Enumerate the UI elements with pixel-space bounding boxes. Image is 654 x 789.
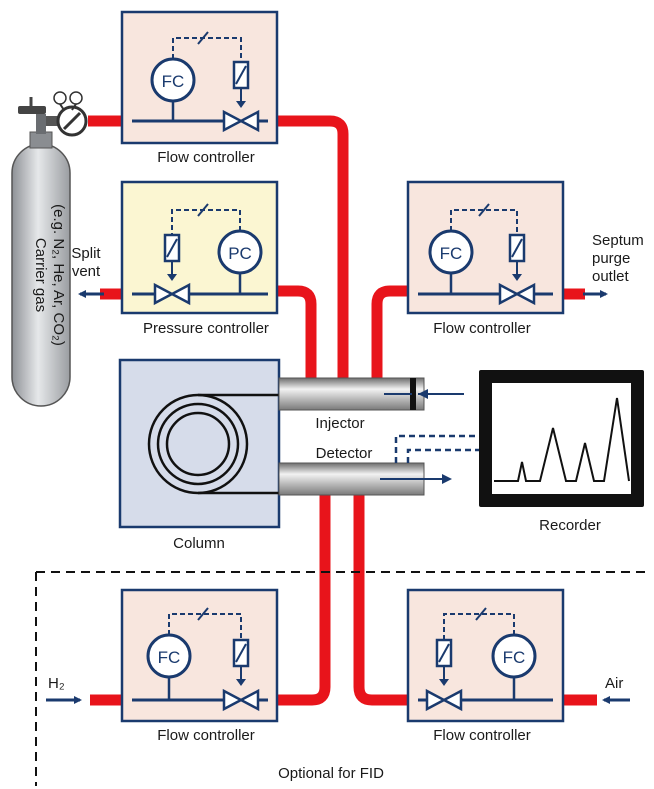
flow-controller-label: Flow controller — [433, 727, 531, 744]
pipe-pc-to-injector — [277, 285, 317, 378]
carrier-gas-examples: (e.g. N₂, He, Ar, CO₂) — [50, 204, 67, 346]
pressure-controller-label: Pressure controller — [143, 320, 269, 337]
flow-controller-carrier: FC Flow controller — [120, 10, 279, 166]
flow-controller-air: FC Flow controller — [406, 588, 565, 744]
pipe-septum-to-injector — [371, 285, 408, 378]
pressure-controller: PC Pressure controller — [120, 180, 279, 337]
gas-cylinder-icon: Carrier gas (e.g. N₂, He, Ar, CO₂) — [11, 91, 88, 407]
detector: Detector — [278, 434, 483, 496]
fc-label: FC — [162, 72, 185, 91]
flow-controller-label: Flow controller — [157, 727, 255, 744]
column-label: Column — [173, 535, 225, 552]
h2-label: H₂ — [48, 675, 65, 692]
flow-arrows — [46, 290, 630, 704]
valve-icon — [498, 282, 536, 306]
pipe-fc-h2-to-detector — [277, 495, 331, 706]
column-coil-icon — [147, 393, 292, 495]
optional-fid-label: Optional for FID — [278, 765, 384, 782]
flow-controller-h2: FC Flow controller — [120, 588, 279, 744]
valve-icon — [153, 282, 191, 306]
air-label: Air — [605, 675, 623, 692]
valve-icon — [222, 109, 260, 133]
flow-controller-label: Flow controller — [433, 320, 531, 337]
pc-label: PC — [228, 244, 252, 263]
injector: Injector — [278, 377, 464, 432]
fc-label: FC — [158, 648, 181, 667]
pipe-fc1-to-injector — [277, 115, 349, 378]
flow-controller-septum: FC Flow controller — [406, 180, 565, 337]
fc-label: FC — [503, 648, 526, 667]
fc-label: FC — [440, 244, 463, 263]
septum-label-2: purge — [592, 250, 630, 267]
valve-icon — [425, 688, 463, 712]
pipe-fc-air-to-detector — [353, 495, 408, 706]
valve-icon — [222, 688, 260, 712]
recorder-label: Recorder — [539, 517, 601, 534]
septum-label-3: outlet — [592, 268, 630, 285]
injector-label: Injector — [315, 415, 364, 432]
flow-controller-label: Flow controller — [157, 149, 255, 166]
split-vent-label-2: vent — [72, 263, 101, 280]
chromatogram-icon — [494, 397, 630, 482]
optional-fid-region — [35, 571, 650, 786]
septum-label-1: Septum — [592, 232, 644, 249]
split-vent-label-1: Split — [71, 245, 101, 262]
recorder: Recorder — [479, 370, 644, 534]
carrier-gas-label: Carrier gas — [32, 238, 49, 312]
column-oven: Column — [118, 358, 292, 552]
detector-label: Detector — [316, 445, 373, 462]
